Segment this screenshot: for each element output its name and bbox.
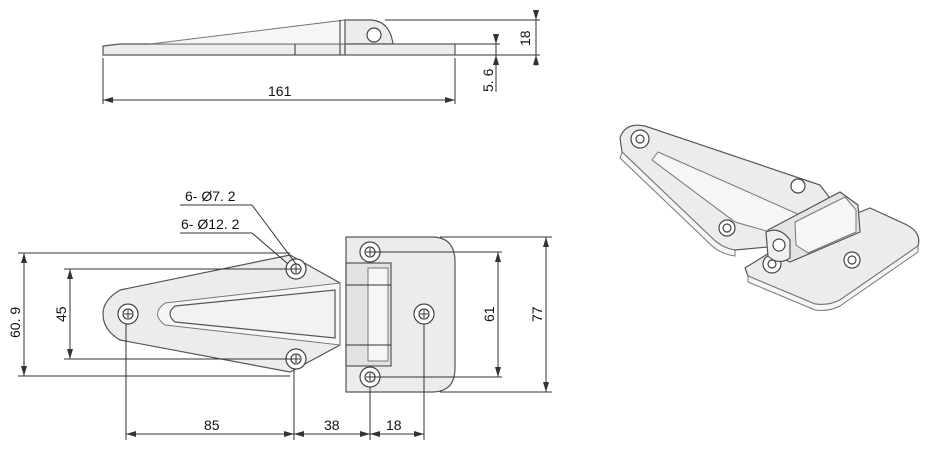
dim-60-9: 60. 9 [7,252,290,377]
dim-bottom-chain: 85 38 18 [125,324,425,440]
dim-61-label: 61 [481,306,497,322]
front-view [102,236,456,393]
callout-hole-7-2-label: 6- Ø7. 2 [185,188,236,204]
dim-18-label: 18 [386,417,402,433]
callout-counterbore-12-2: 6- Ø12. 2 [180,216,289,265]
screw-hole [413,303,435,325]
callout-hole-7-2: 6- Ø7. 2 [180,188,297,265]
dim-77-label: 77 [529,306,545,322]
dim-18-height: 18 [385,10,540,66]
dim-45-label: 45 [53,306,69,322]
dim-161-label: 161 [268,83,292,99]
dim-60-9-label: 60. 9 [7,307,23,338]
isometric-view [619,124,920,311]
callout-counterbore-12-2-label: 6- Ø12. 2 [181,216,240,232]
dim-77: 77 [440,236,552,393]
dim-161: 161 [102,58,456,104]
dim-5-6-thickness: 5. 6 [455,34,500,92]
dim-61: 61 [370,251,502,378]
screw-hole [117,303,139,325]
dim-5-6-label: 5. 6 [480,68,496,92]
dim-45: 45 [53,268,296,360]
dim-38-label: 38 [324,417,340,433]
dim-18-height-label: 18 [517,30,533,46]
side-view [102,19,456,56]
dim-85-label: 85 [204,417,220,433]
